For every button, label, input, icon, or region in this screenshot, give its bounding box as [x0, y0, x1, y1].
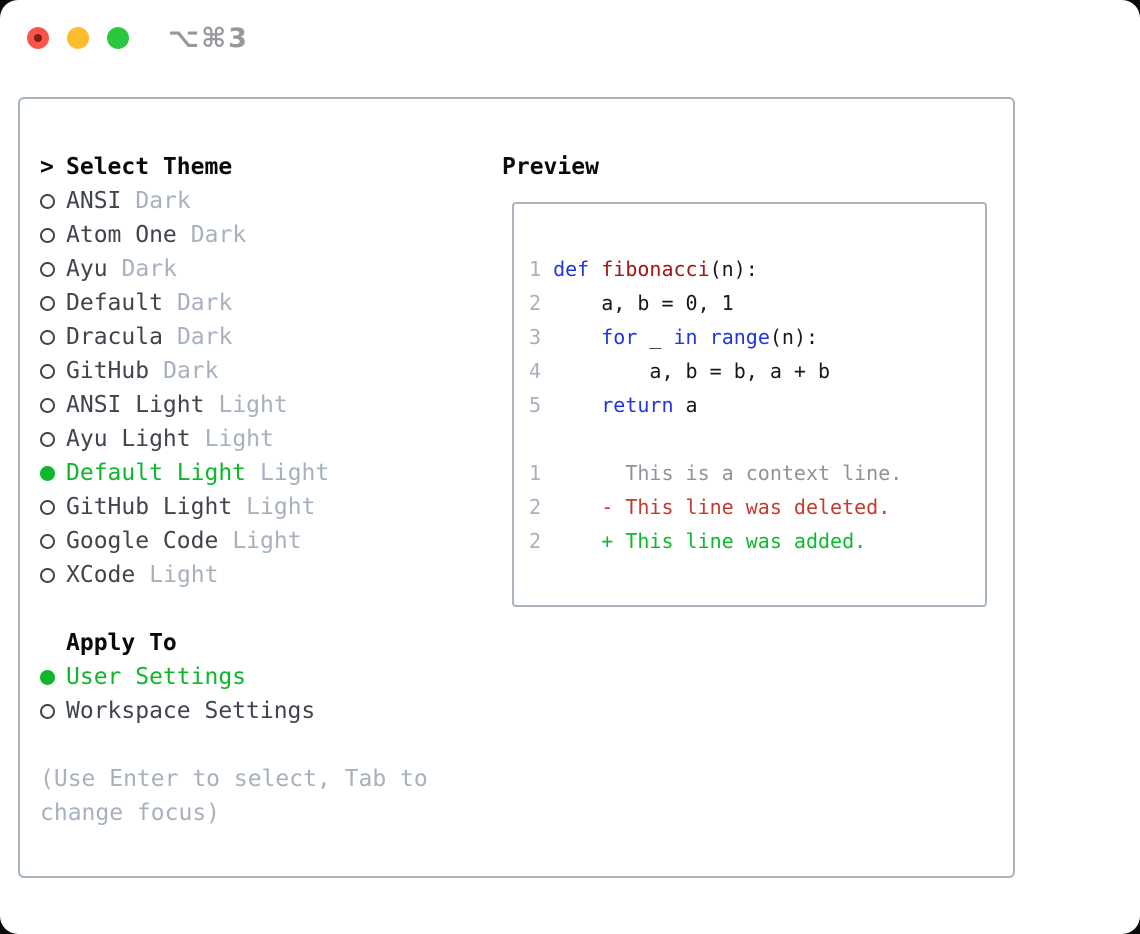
- theme-variant-label: Dark: [163, 358, 219, 384]
- theme-variant-label: Dark: [176, 324, 233, 350]
- theme-variant-label: Light: [218, 392, 288, 418]
- minimize-button[interactable]: [67, 27, 89, 49]
- theme-option-github-light[interactable]: GitHub Light Light: [40, 490, 428, 524]
- code-line: 4 a, b = b, a + b: [529, 359, 831, 383]
- option-label: Ayu Light: [66, 426, 191, 452]
- radio-unselected-icon: [40, 363, 55, 379]
- preview-pane: 1 def fibonacci(n): 2 a, b = 0, 1 3 for _ …: [512, 202, 987, 607]
- theme-option-google-code[interactable]: Google Code Light: [40, 524, 428, 558]
- radio-unselected-icon: [40, 261, 55, 277]
- radio-unselected-icon: [40, 499, 55, 515]
- code-line: 1 This is a context line.: [529, 461, 903, 485]
- select-theme-header: > Select Theme: [40, 150, 428, 184]
- theme-variant-label: Dark: [176, 290, 233, 316]
- theme-variant-label: Dark: [190, 222, 247, 248]
- option-label: GitHub: [66, 358, 150, 384]
- theme-variant-label: Dark: [121, 256, 177, 282]
- radio-unselected-icon: [40, 431, 55, 447]
- window-title: ⌥⌘3: [168, 23, 249, 54]
- code-line: 2 - This line was deleted.: [529, 495, 891, 519]
- option-label: XCode: [66, 562, 136, 588]
- radio-selected-icon: [40, 669, 55, 685]
- theme-option-ansi[interactable]: ANSI Dark: [40, 184, 428, 218]
- option-label: Dracula: [66, 324, 163, 350]
- apply-to-title: Apply To: [66, 630, 177, 656]
- code-line: 2 a, b = 0, 1: [529, 291, 734, 315]
- preview-title: Preview: [502, 154, 599, 180]
- theme-option-xcode[interactable]: XCode Light: [40, 558, 428, 592]
- theme-option-atom-one[interactable]: Atom One Dark: [40, 218, 428, 252]
- radio-unselected-icon: [40, 703, 55, 719]
- help-text: (Use Enter to select, Tab to change focu…: [40, 766, 428, 826]
- theme-variant-label: Light: [204, 426, 274, 452]
- option-label: Ayu: [66, 256, 108, 282]
- code-line: [529, 422, 902, 456]
- preview-code: 1 def fibonacci(n): 2 a, b = 0, 1 3 for _ …: [529, 252, 902, 558]
- theme-option-ayu[interactable]: Ayu Dark: [40, 252, 428, 286]
- theme-variant-label: Light: [232, 528, 302, 554]
- apply-to-header: Apply To: [40, 626, 428, 660]
- option-label: Workspace Settings: [66, 698, 316, 724]
- theme-variant-label: Dark: [135, 188, 191, 214]
- code-line: 1 def fibonacci(n):: [529, 257, 758, 281]
- theme-option-default-light[interactable]: Default Light Light: [40, 456, 428, 490]
- option-label: Google Code: [66, 528, 219, 554]
- option-label: Atom One: [66, 222, 177, 248]
- radio-unselected-icon: [40, 227, 55, 243]
- focus-caret-icon: >: [40, 154, 54, 180]
- radio-unselected-icon: [40, 397, 55, 413]
- theme-variant-label: Light: [246, 494, 316, 520]
- radio-unselected-icon: [40, 567, 55, 583]
- apply-option-workspace-settings[interactable]: Workspace Settings: [40, 694, 428, 728]
- close-button[interactable]: [27, 27, 49, 49]
- select-theme-title: Select Theme: [66, 154, 233, 180]
- option-label: GitHub Light: [66, 494, 233, 520]
- option-label: User Settings: [66, 664, 247, 690]
- option-label: Default: [66, 290, 163, 316]
- theme-variant-label: Light: [149, 562, 219, 588]
- radio-unselected-icon: [40, 329, 55, 345]
- code-line: 5 return a: [529, 393, 698, 417]
- theme-variant-label: Light: [260, 460, 330, 486]
- radio-unselected-icon: [40, 295, 55, 311]
- theme-option-github[interactable]: GitHub Dark: [40, 354, 428, 388]
- theme-option-dracula[interactable]: Dracula Dark: [40, 320, 428, 354]
- zoom-button[interactable]: [107, 27, 129, 49]
- radio-unselected-icon: [40, 193, 55, 209]
- theme-option-ayu-light[interactable]: Ayu Light Light: [40, 422, 428, 456]
- theme-option-ansi-light[interactable]: ANSI Light Light: [40, 388, 428, 422]
- code-line: 3 for _ in range(n):: [529, 325, 819, 349]
- radio-unselected-icon: [40, 533, 55, 549]
- radio-selected-icon: [40, 465, 55, 481]
- option-label: ANSI: [66, 188, 122, 214]
- option-label: ANSI Light: [66, 392, 205, 418]
- close-dot-icon: [34, 34, 42, 42]
- theme-option-default[interactable]: Default Dark: [40, 286, 428, 320]
- code-line: 2 + This line was added.: [529, 529, 867, 553]
- option-label: Default Light: [66, 460, 247, 486]
- apply-option-user-settings[interactable]: User Settings: [40, 660, 428, 694]
- traffic-lights: [27, 27, 129, 49]
